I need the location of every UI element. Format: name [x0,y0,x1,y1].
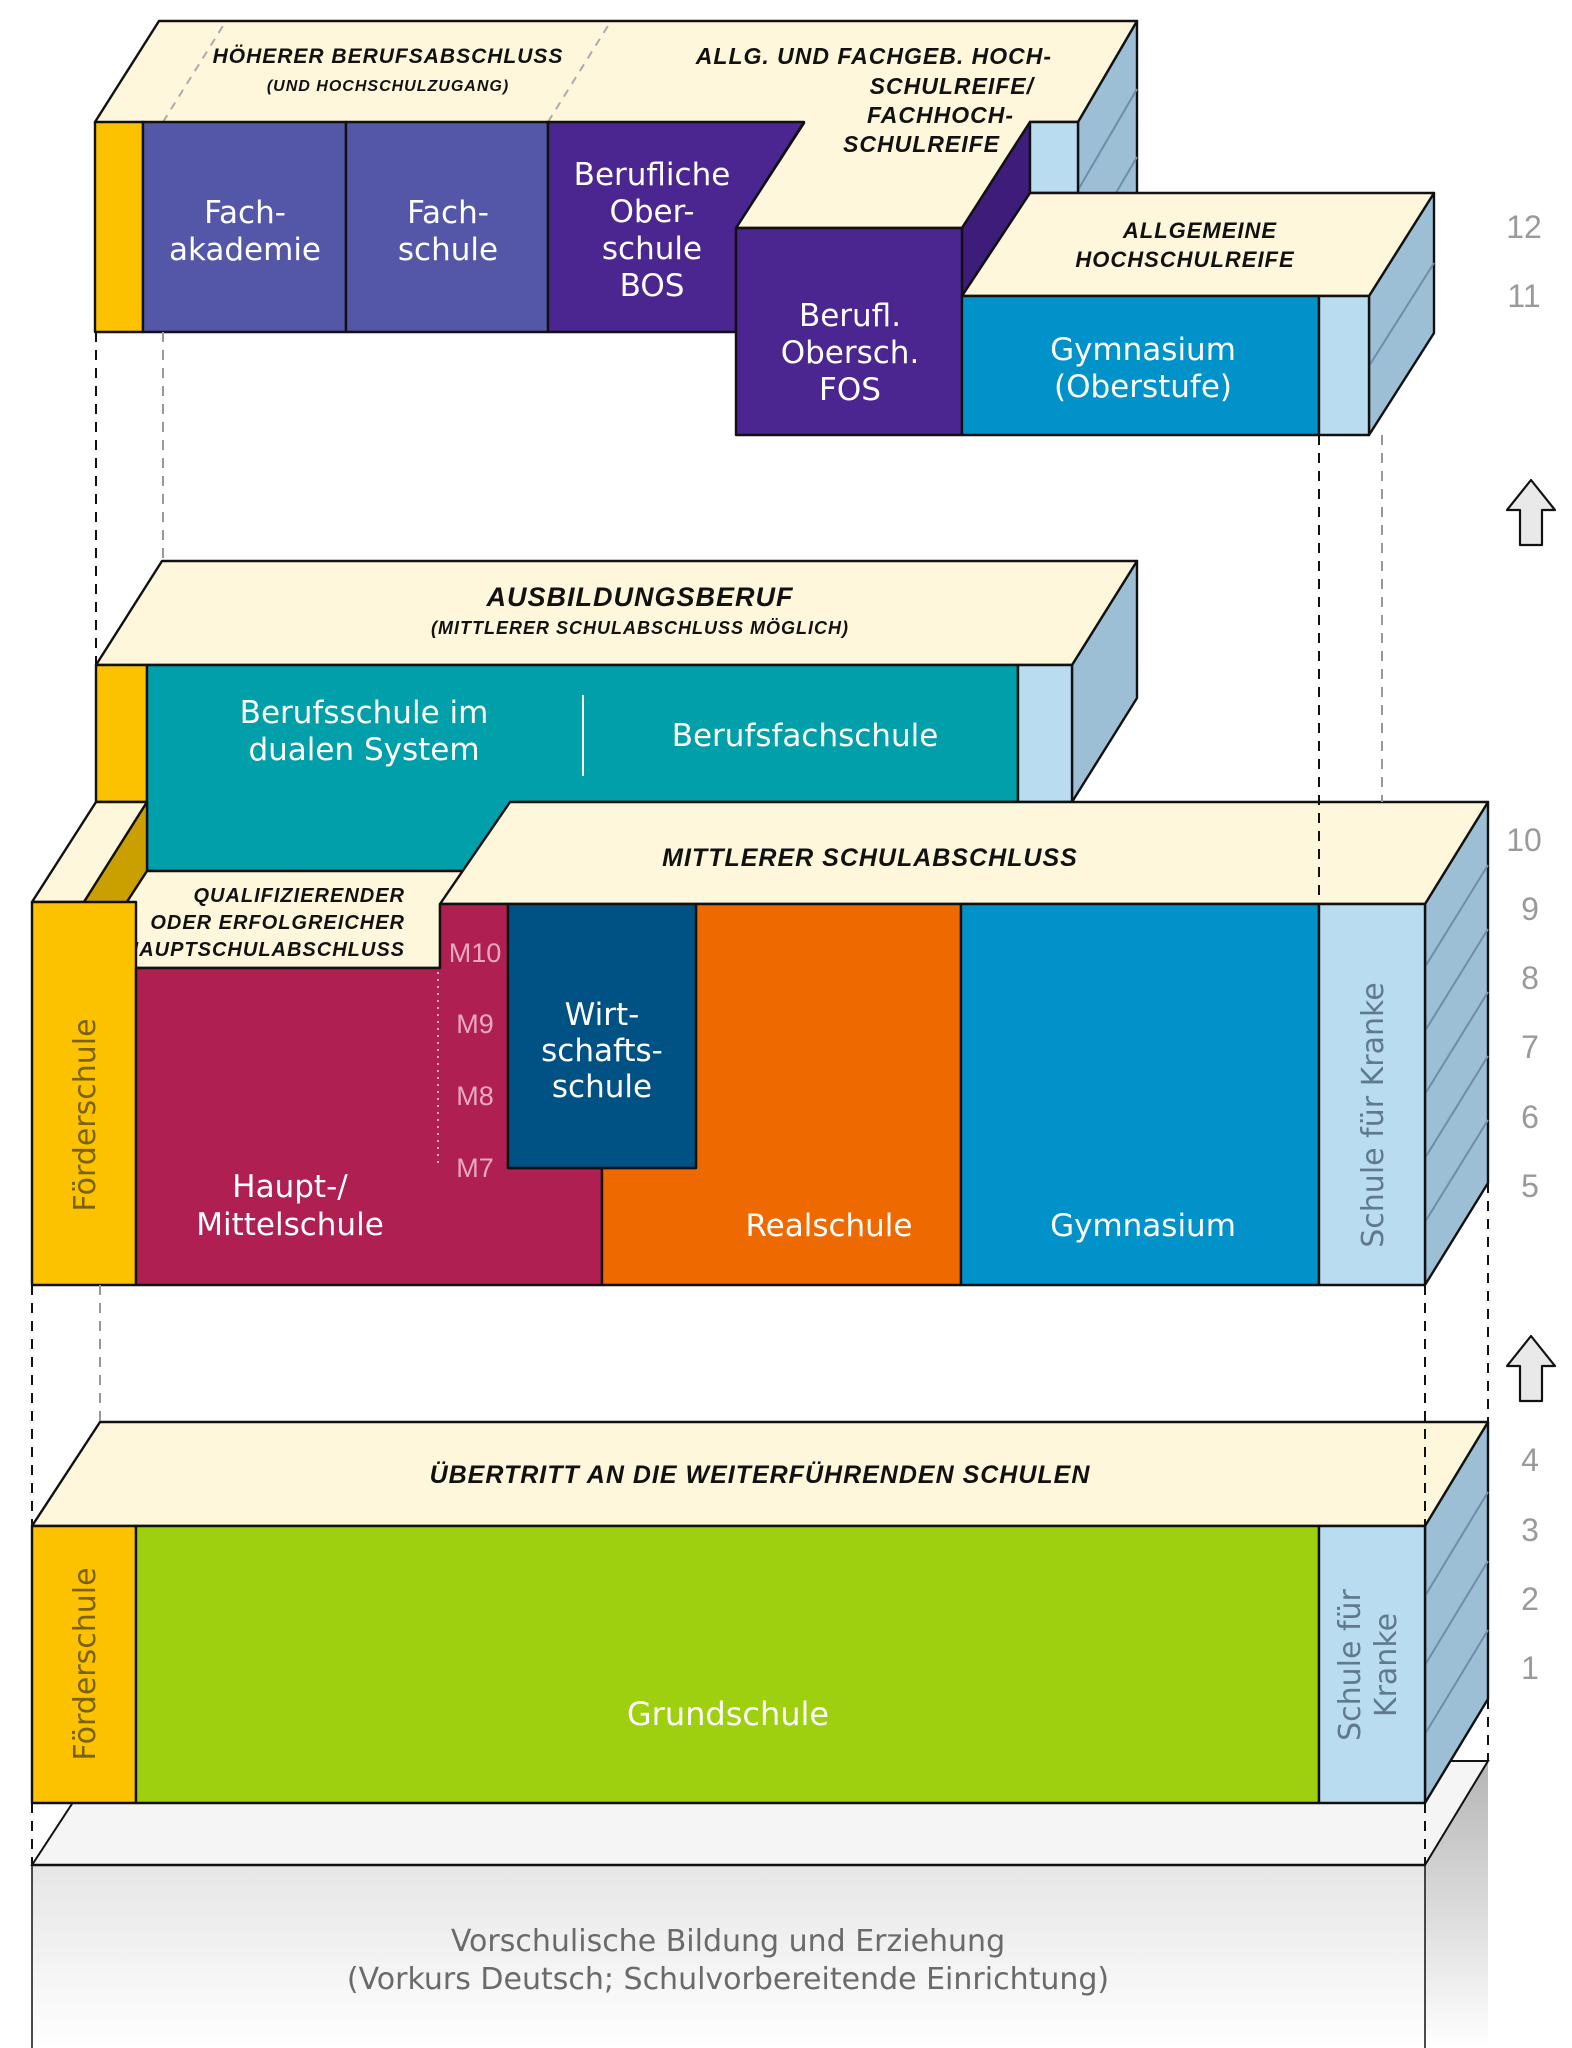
primary-caption: ÜBERTRITT AN DIE WEITERFÜHRENDEN SCHULEN [430,1460,1091,1489]
top-caption-left-line2: (UND HOCHSCHULZUGANG) [267,78,509,95]
vocational-caption-line1: AUSBILDUNGSBERUF [485,582,794,612]
gym-oberstufe-top-face [960,191,1436,298]
grade-7: 7 [1521,1029,1539,1065]
connector-lines [31,332,1489,1865]
primary-grundschule[interactable] [134,1524,1321,1805]
primary-foerderschule-label: Förderschule [68,1567,103,1760]
bos-label-line4: BOS [620,268,685,304]
top-caption-right-line2: SCHULREIFE/ [870,73,1036,99]
preschool-front-face [32,1865,1425,2048]
secondary-foerderschule-label: Förderschule [68,1018,103,1211]
m-level-m9: M9 [456,1009,494,1039]
top-foerder-strip [93,120,145,334]
grade-2: 2 [1521,1581,1539,1617]
bos-label-line3: schule [602,231,702,267]
gym-oberstufe-caption-line2: HOCHSCHULREIFE [1075,247,1295,272]
wirtschaftsschule[interactable] [506,902,698,1170]
top-block: HÖHERER BERUFSABSCHLUSS (UND HOCHSCHULZU… [93,19,1436,437]
top-caption-right-line4: SCHULREIFE [843,131,1000,157]
berufsfachschule-label: Berufsfachschule [672,718,939,754]
berufsschule-label-line2: dualen System [248,732,479,768]
berufsschule-label-line1: Berufsschule im [240,695,489,731]
preschool-side-face [1425,1761,1488,2048]
grade-9: 9 [1521,891,1539,927]
quali-caption-line3: HAUPTSCHULABSCHLUSS [124,939,405,961]
fachakademie-label-line2: akademie [169,232,321,268]
primary-block: ÜBERTRITT AN DIE WEITERFÜHRENDEN SCHULEN… [30,1420,1490,1805]
vocational-kranke-strip [1016,663,1074,804]
quali-caption-line2: ODER ERFOLGREICHER [150,912,405,934]
gym-oberstufe-caption-line1: ALLGEMEINE [1122,218,1278,243]
gymnasium-oberstufe-label-line2: (Oberstufe) [1054,369,1232,405]
primary-schule-fuer-kranke[interactable] [1317,1524,1427,1805]
m-level-m10: M10 [449,938,502,968]
gymnasium-label: Gymnasium [1050,1208,1236,1244]
wirtschaftsschule-label-line1: Wirt- [565,997,640,1033]
fos-label-line2: Obersch. [781,335,920,371]
top-caption-left-line1: HÖHERER BERUFSABSCHLUSS [213,45,564,68]
grundschule-label: Grundschule [627,1695,829,1733]
gymnasium[interactable] [959,902,1321,1287]
up-arrow-icon [1505,478,1557,547]
wirtschaftsschule-label-line2: schafts- [541,1033,663,1069]
secondary-kranke-label: Schule für Kranke [1356,982,1391,1248]
up-arrow-icon [1505,1334,1557,1403]
fachakademie-label-line1: Fach- [204,195,286,231]
primary-kranke-label-line1: Schule für [1333,1588,1368,1740]
vocational-caption-line2: (MITTLERER SCHULABSCHLUSS MÖGLICH) [431,618,849,638]
hauptschule-label-line1: Haupt-/ [232,1169,348,1205]
hauptschule-label-line2: Mittelschule [196,1207,384,1243]
fachakademie[interactable] [141,120,348,334]
fachschule-label-line2: schule [398,232,498,268]
bos-label-line2: Ober- [609,194,694,230]
grade-10: 10 [1506,822,1542,858]
preschool-label-line2: (Vorkurs Deutsch; Schulvorbereitende Ein… [347,1962,1109,1997]
grade-4: 4 [1521,1442,1539,1478]
top-caption-divider-left [162,20,227,123]
grade-1: 1 [1521,1650,1539,1686]
msa-caption: MITTLERER SCHULABSCHLUSS [662,844,1078,872]
vocational-top-face [94,559,1139,667]
vocational-foerder-strip [94,663,149,804]
grade-12: 12 [1506,209,1542,245]
top-kranke-strip [1028,120,1080,195]
wirtschaftsschule-label-line3: schule [552,1069,652,1105]
secondary-foerderschule[interactable] [30,900,138,1287]
grade-6: 6 [1521,1099,1539,1135]
secondary-block: AUSBILDUNGSBERUF (MITTLERER SCHULABSCHLU… [30,559,1490,1287]
fos-label-line1: Berufl. [799,298,901,334]
primary-foerderschule[interactable] [30,1524,138,1805]
top-caption-divider-right [547,20,612,123]
gymnasium-oberstufe[interactable] [960,294,1321,437]
grade-scale: 12 11 10 9 8 7 6 5 4 3 2 1 [1506,209,1542,1686]
primary-kranke-label-line2: Kranke [1369,1613,1404,1717]
grade-5: 5 [1521,1168,1539,1204]
bos-label-line1: Berufliche [574,157,731,193]
grade-8: 8 [1521,960,1539,996]
fachschule-label-line1: Fach- [407,195,489,231]
gym-oberstufe-kranke-strip [1317,294,1371,437]
fachoberschule-fos[interactable] [734,226,964,437]
gymnasium-oberstufe-label-line1: Gymnasium [1050,332,1236,368]
quali-caption-line1: QUALIFIZIERENDER [193,885,405,907]
grade-11: 11 [1507,278,1540,314]
fos-label-line3: FOS [819,372,881,408]
top-caption-right-line1: ALLG. UND FACHGEB. HOCH- [695,43,1052,69]
grade-3: 3 [1521,1512,1539,1548]
m-level-m8: M8 [456,1081,494,1111]
m-level-m7: M7 [456,1153,494,1183]
secondary-schule-fuer-kranke[interactable] [1317,902,1427,1287]
vocational-block: AUSBILDUNGSBERUF (MITTLERER SCHULABSCHLU… [94,559,1139,873]
realschule-label: Realschule [745,1208,912,1244]
preschool-label-line1: Vorschulische Bildung und Erziehung [451,1924,1005,1959]
top-caption-right-line3: FACHHOCH- [867,102,1014,128]
